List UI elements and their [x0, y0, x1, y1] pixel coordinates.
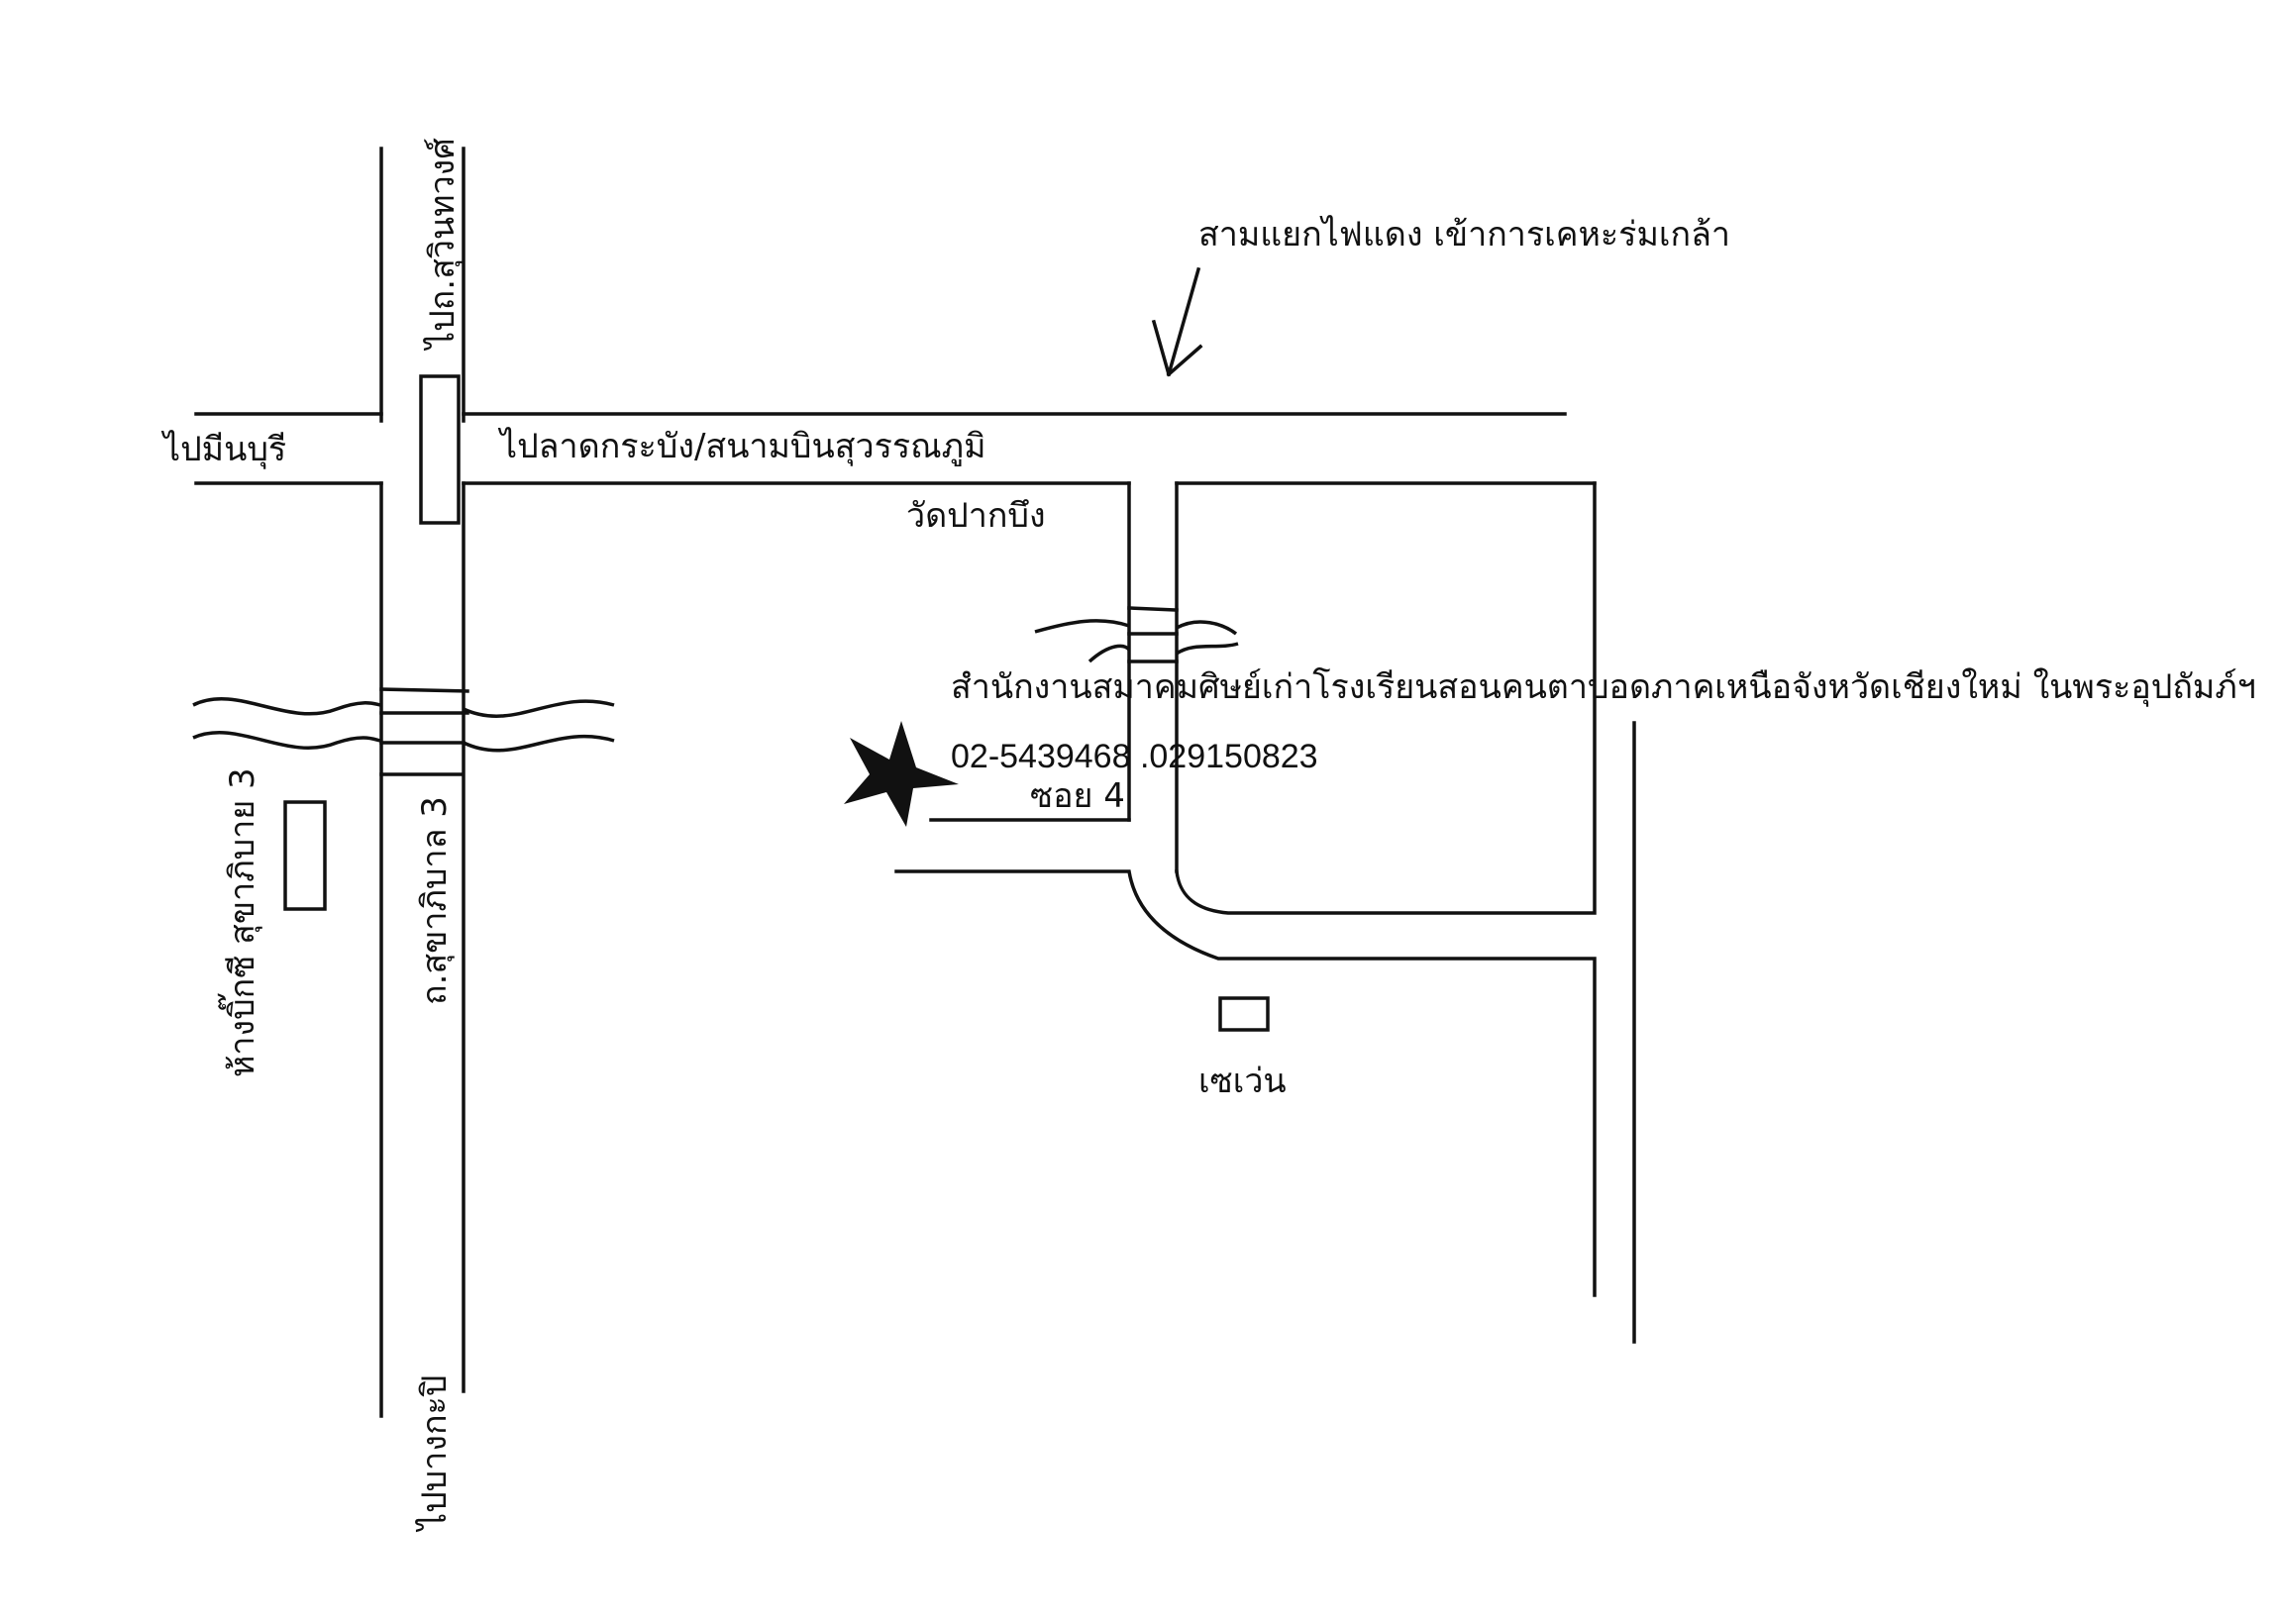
seven-eleven-building — [1218, 996, 1270, 1032]
latkrabang-road — [194, 412, 1597, 485]
label-seven-eleven: เซเว่น — [1198, 1062, 1287, 1101]
label-wat-pakbueng: วัดปากบึง — [906, 496, 1046, 536]
label-to-suwinthawong: ไปถ.สุวินทวงศ์ — [423, 138, 463, 352]
label-office-name: สำนักงานสมาคมศิษย์เก่าโรงเรียนสอนคนตาบอด… — [951, 667, 2256, 707]
label-big-c: ห้างบิ๊กซี สุขาภิบาย 3 — [217, 767, 262, 1077]
label-soi-4: ซอย 4 — [1030, 776, 1125, 816]
label-to-minburi: ไปมีนบุรี — [160, 430, 286, 469]
label-to-bangkapi: ไปบางกะปิ — [415, 1375, 455, 1533]
canal-main — [192, 687, 615, 776]
intersection-median — [419, 374, 461, 525]
sukhaphiban-3-road — [379, 147, 466, 1418]
label-to-latkrabang-airport: ไปลาดกระบัง/สนามบินสุวรรณภูมิ — [497, 427, 986, 466]
label-sukhaphiban-3-road: ถ.สุขาภิบาล 3 — [415, 796, 455, 1005]
canal-soi — [1034, 606, 1239, 663]
label-intersection-note: สามแยกไฟแดง เข้าการเคหะร่มเกล้า — [1198, 215, 1730, 254]
label-phone-numbers: 02-5439468 .029150823 — [951, 738, 1318, 775]
side-soi-road — [894, 481, 1636, 1344]
big-c-building — [283, 800, 327, 911]
arrow-down-icon — [1151, 266, 1203, 377]
destination-star-icon — [844, 721, 959, 827]
